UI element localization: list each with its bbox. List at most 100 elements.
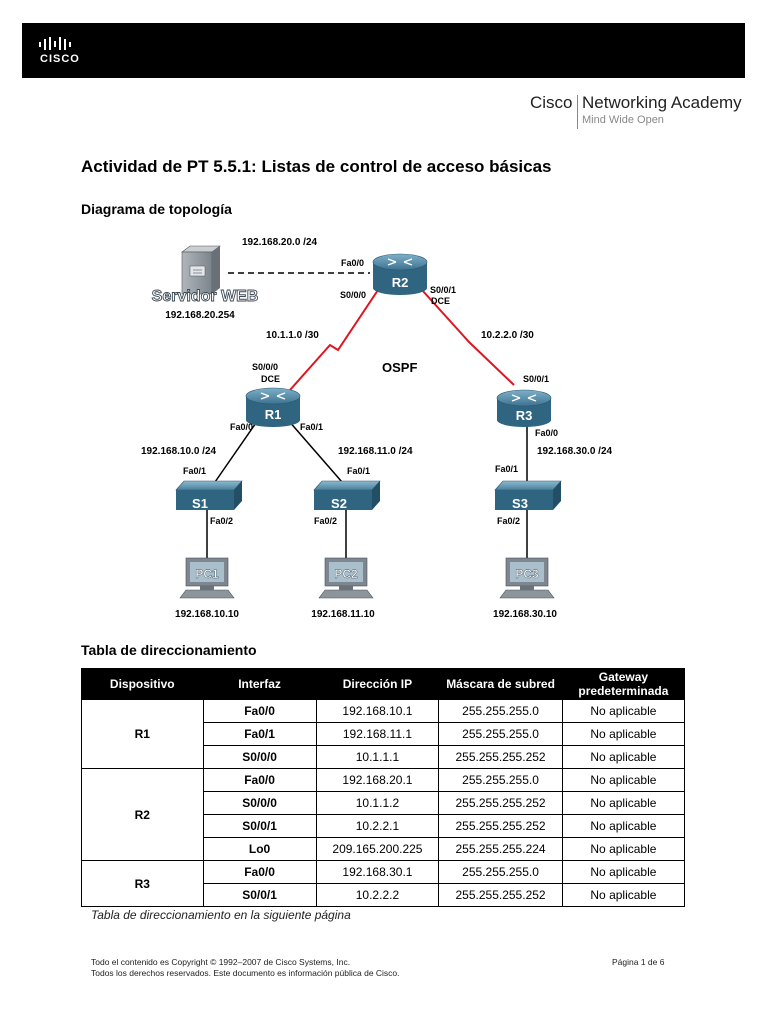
gateway-cell: No aplicable: [561, 883, 686, 907]
router-r3-icon: [496, 389, 552, 427]
port-r3-s001: S0/0/1: [523, 374, 549, 384]
port-r2-fa00: Fa0/0: [341, 258, 364, 268]
academy-divider: [577, 95, 578, 129]
pc3-icon: [499, 557, 555, 599]
pc2-ip: 192.168.11.10: [311, 609, 375, 620]
net-lan30-label: 192.168.30.0 /24: [537, 446, 613, 457]
col-header-gateway: Gateway predeterminada: [561, 668, 686, 700]
interface-cell: S0/0/0: [202, 791, 317, 815]
addressing-table: Dispositivo Interfaz Dirección IP Máscar…: [81, 668, 686, 907]
interface-cell: Fa0/0: [202, 699, 317, 723]
gateway-cell: No aplicable: [561, 837, 686, 861]
port-s3-fa01: Fa0/1: [495, 464, 518, 474]
pc3-ip: 192.168.30.10: [493, 609, 557, 620]
mask-cell: 255.255.255.252: [438, 745, 563, 769]
port-r2-s000: S0/0/0: [340, 290, 366, 300]
interface-cell: S0/0/1: [202, 883, 317, 907]
header-bar: CISCO: [22, 23, 745, 78]
academy-branding: Cisco Networking Academy Mind Wide Open: [530, 93, 745, 133]
mask-cell: 255.255.255.252: [438, 814, 563, 838]
cisco-wordmark: CISCO: [40, 53, 80, 65]
port-s1-fa01: Fa0/1: [183, 466, 206, 476]
net-r1r2-label: 10.1.1.0 /30: [266, 330, 319, 341]
mask-cell: 255.255.255.0: [438, 768, 563, 792]
server-ip: 192.168.20.254: [165, 310, 235, 321]
interface-cell: S0/0/0: [202, 745, 317, 769]
pc1-ip: 192.168.10.10: [175, 609, 239, 620]
col-header-ip: Dirección IP: [315, 668, 440, 700]
net-lan11-label: 192.168.11.0 /24: [338, 446, 413, 457]
port-s1-fa02: Fa0/2: [210, 516, 233, 526]
col-header-device: Dispositivo: [81, 668, 204, 700]
net-r2r3-label: 10.2.2.0 /30: [481, 330, 534, 341]
pc1-icon: [179, 557, 235, 599]
router-r2-icon: [372, 253, 428, 295]
port-r3-fa00: Fa0/0: [535, 428, 558, 438]
mask-cell: 255.255.255.252: [438, 883, 563, 907]
switch-s3-icon: [494, 480, 562, 510]
router-r3-label: R3: [516, 408, 533, 423]
port-s3-fa02: Fa0/2: [497, 516, 520, 526]
server-label: Servidor WEB: [152, 288, 259, 305]
device-cell: R1: [81, 699, 204, 769]
port-r1-fa00: Fa0/0: [230, 422, 253, 432]
ip-cell: 192.168.11.1: [315, 722, 440, 746]
topology-diagram: Servidor WEB 192.168.20.254 192.168.20.0…: [141, 237, 613, 620]
footer-copyright: Todo el contenido es Copyright © 1992–20…: [91, 957, 351, 967]
switch-s1-icon: [175, 480, 243, 510]
footer-rights: Todos los derechos reservados. Este docu…: [91, 968, 400, 978]
ip-cell: 10.2.2.1: [315, 814, 440, 838]
ospf-label: OSPF: [382, 360, 417, 375]
mask-cell: 255.255.255.224: [438, 837, 563, 861]
academy-tagline: Mind Wide Open: [582, 114, 664, 126]
cisco-bridge-logo-icon: [39, 37, 71, 50]
link-r1-s1: [214, 419, 259, 483]
ip-cell: 10.1.1.2: [315, 791, 440, 815]
switch-s2-icon: [313, 480, 381, 510]
router-r1-label: R1: [265, 407, 282, 422]
pc1-label: PC1: [195, 567, 219, 581]
ip-cell: 10.2.2.2: [315, 883, 440, 907]
table-header-row: Dispositivo Interfaz Dirección IP Máscar…: [81, 668, 686, 700]
serial-link-r2-r3: [421, 289, 515, 386]
net-lan10-label: 192.168.10.0 /24: [141, 446, 217, 457]
pc2-icon: [318, 557, 374, 599]
link-r1-s2: [287, 419, 343, 483]
gateway-cell: No aplicable: [561, 860, 686, 884]
router-r1-icon: [245, 387, 301, 427]
ip-cell: 209.165.200.225: [315, 837, 440, 861]
topology-heading: Diagrama de topología: [81, 201, 232, 217]
col-header-mask: Máscara de subred: [438, 668, 563, 700]
ip-cell: 192.168.10.1: [315, 699, 440, 723]
footer-page-number: Página 1 de 6: [612, 957, 665, 967]
switch-s3-label: S3: [512, 496, 528, 511]
gateway-cell: No aplicable: [561, 722, 686, 746]
interface-cell: Fa0/0: [202, 768, 317, 792]
table-caption: Tabla de direccionamiento en la siguient…: [91, 908, 351, 922]
addressing-heading: Tabla de direccionamiento: [81, 642, 257, 658]
page-title: Actividad de PT 5.5.1: Listas de control…: [81, 157, 552, 176]
academy-name: Networking Academy: [582, 93, 742, 112]
col-header-interface: Interfaz: [202, 668, 317, 700]
web-server-icon: [181, 245, 221, 295]
gateway-cell: No aplicable: [561, 699, 686, 723]
gateway-cell: No aplicable: [561, 814, 686, 838]
port-r1-fa01: Fa0/1: [300, 422, 323, 432]
ip-cell: 192.168.30.1: [315, 860, 440, 884]
router-r2-label: R2: [392, 275, 409, 290]
pc2-label: PC2: [334, 567, 358, 581]
ip-cell: 192.168.20.1: [315, 768, 440, 792]
serial-link-r1-r2: [289, 289, 379, 391]
mask-cell: 255.255.255.0: [438, 860, 563, 884]
device-cell: R3: [81, 860, 204, 907]
device-cell: R2: [81, 768, 204, 861]
pc3-label: PC3: [515, 567, 539, 581]
port-r2-s001: S0/0/1: [430, 285, 456, 295]
switch-s2-label: S2: [331, 496, 347, 511]
switch-s1-label: S1: [192, 496, 208, 511]
